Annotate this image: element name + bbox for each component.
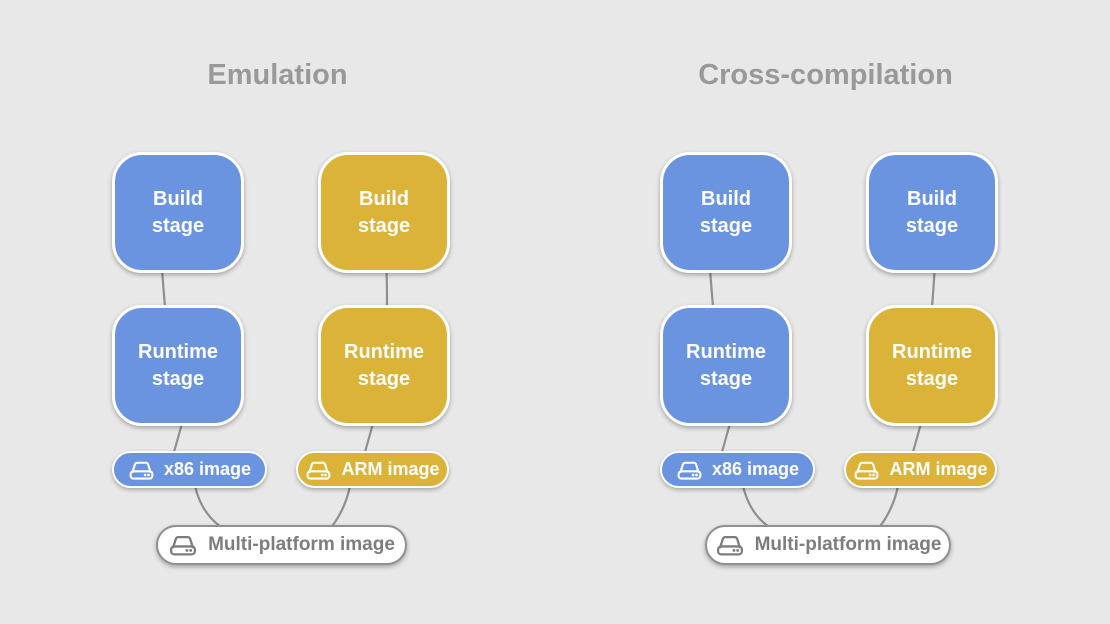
runtime-stage-label: Runtime stage [344,341,424,390]
x86-image-pill: x86 image [112,451,267,488]
connector-build-to-runtime-left [160,268,167,309]
emulation-diagram: Emulation Build stage Build stage Runtim… [112,59,450,565]
runtime-stage-box: Runtime stage [660,305,792,426]
x86-image-pill: x86 image [660,451,815,488]
connector-build-to-runtime-left [708,268,715,309]
runtime-stage-label: Runtime stage [892,341,972,390]
diagram-title: Cross-compilation [698,59,953,91]
drive-icon [677,461,702,480]
build-stage-label: Build stage [357,188,411,237]
image-label: ARM image [341,459,440,479]
connector-image-to-merged-right [330,484,352,529]
connector-build-to-runtime-right [930,268,936,309]
runtime-stage-box: Runtime stage [866,305,998,426]
drive-icon [855,461,879,480]
image-label: x86 image [163,459,252,479]
build-stage-box: Build stage [112,152,244,273]
cross-compilation-diagram: Cross-compilation Build stage Build stag… [548,0,1103,624]
connector-runtime-to-image-right [363,421,375,454]
multi-platform-image-pill: Multi-platform image [705,525,951,565]
build-stage-label: Build stage [905,188,959,237]
connector-image-to-merged-left [193,484,223,529]
drive-icon [170,535,197,556]
drive-icon [129,461,154,480]
merged-image-label: Multi-platform image [208,534,395,555]
connector-build-to-runtime-right [385,268,389,309]
runtime-stage-label: Runtime stage [138,341,218,390]
arm-image-pill: ARM image [296,451,449,488]
image-label: x86 image [711,459,800,479]
drive-icon [307,461,331,480]
runtime-stage-box: Runtime stage [318,305,450,426]
connector-runtime-to-image-left [172,421,184,454]
build-stage-label: Build stage [151,188,205,237]
build-stage-box: Build stage [318,152,450,273]
connector-runtime-to-image-right [911,421,923,454]
merged-image-label: Multi-platform image [754,534,942,555]
multi-platform-image-pill: Multi-platform image [156,525,407,565]
build-stage-box: Build stage [660,152,792,273]
drive-icon [716,535,743,556]
arm-image-pill: ARM image [844,451,997,488]
connector-runtime-to-image-left [720,421,732,454]
diagram-title: Emulation [207,59,348,91]
connector-image-to-merged-right [878,484,900,529]
build-stage-label: Build stage [699,188,753,237]
image-label: ARM image [889,459,988,479]
runtime-stage-box: Runtime stage [112,305,244,426]
runtime-stage-label: Runtime stage [686,341,766,390]
connector-image-to-merged-left [741,484,771,529]
build-stage-box: Build stage [866,152,998,273]
